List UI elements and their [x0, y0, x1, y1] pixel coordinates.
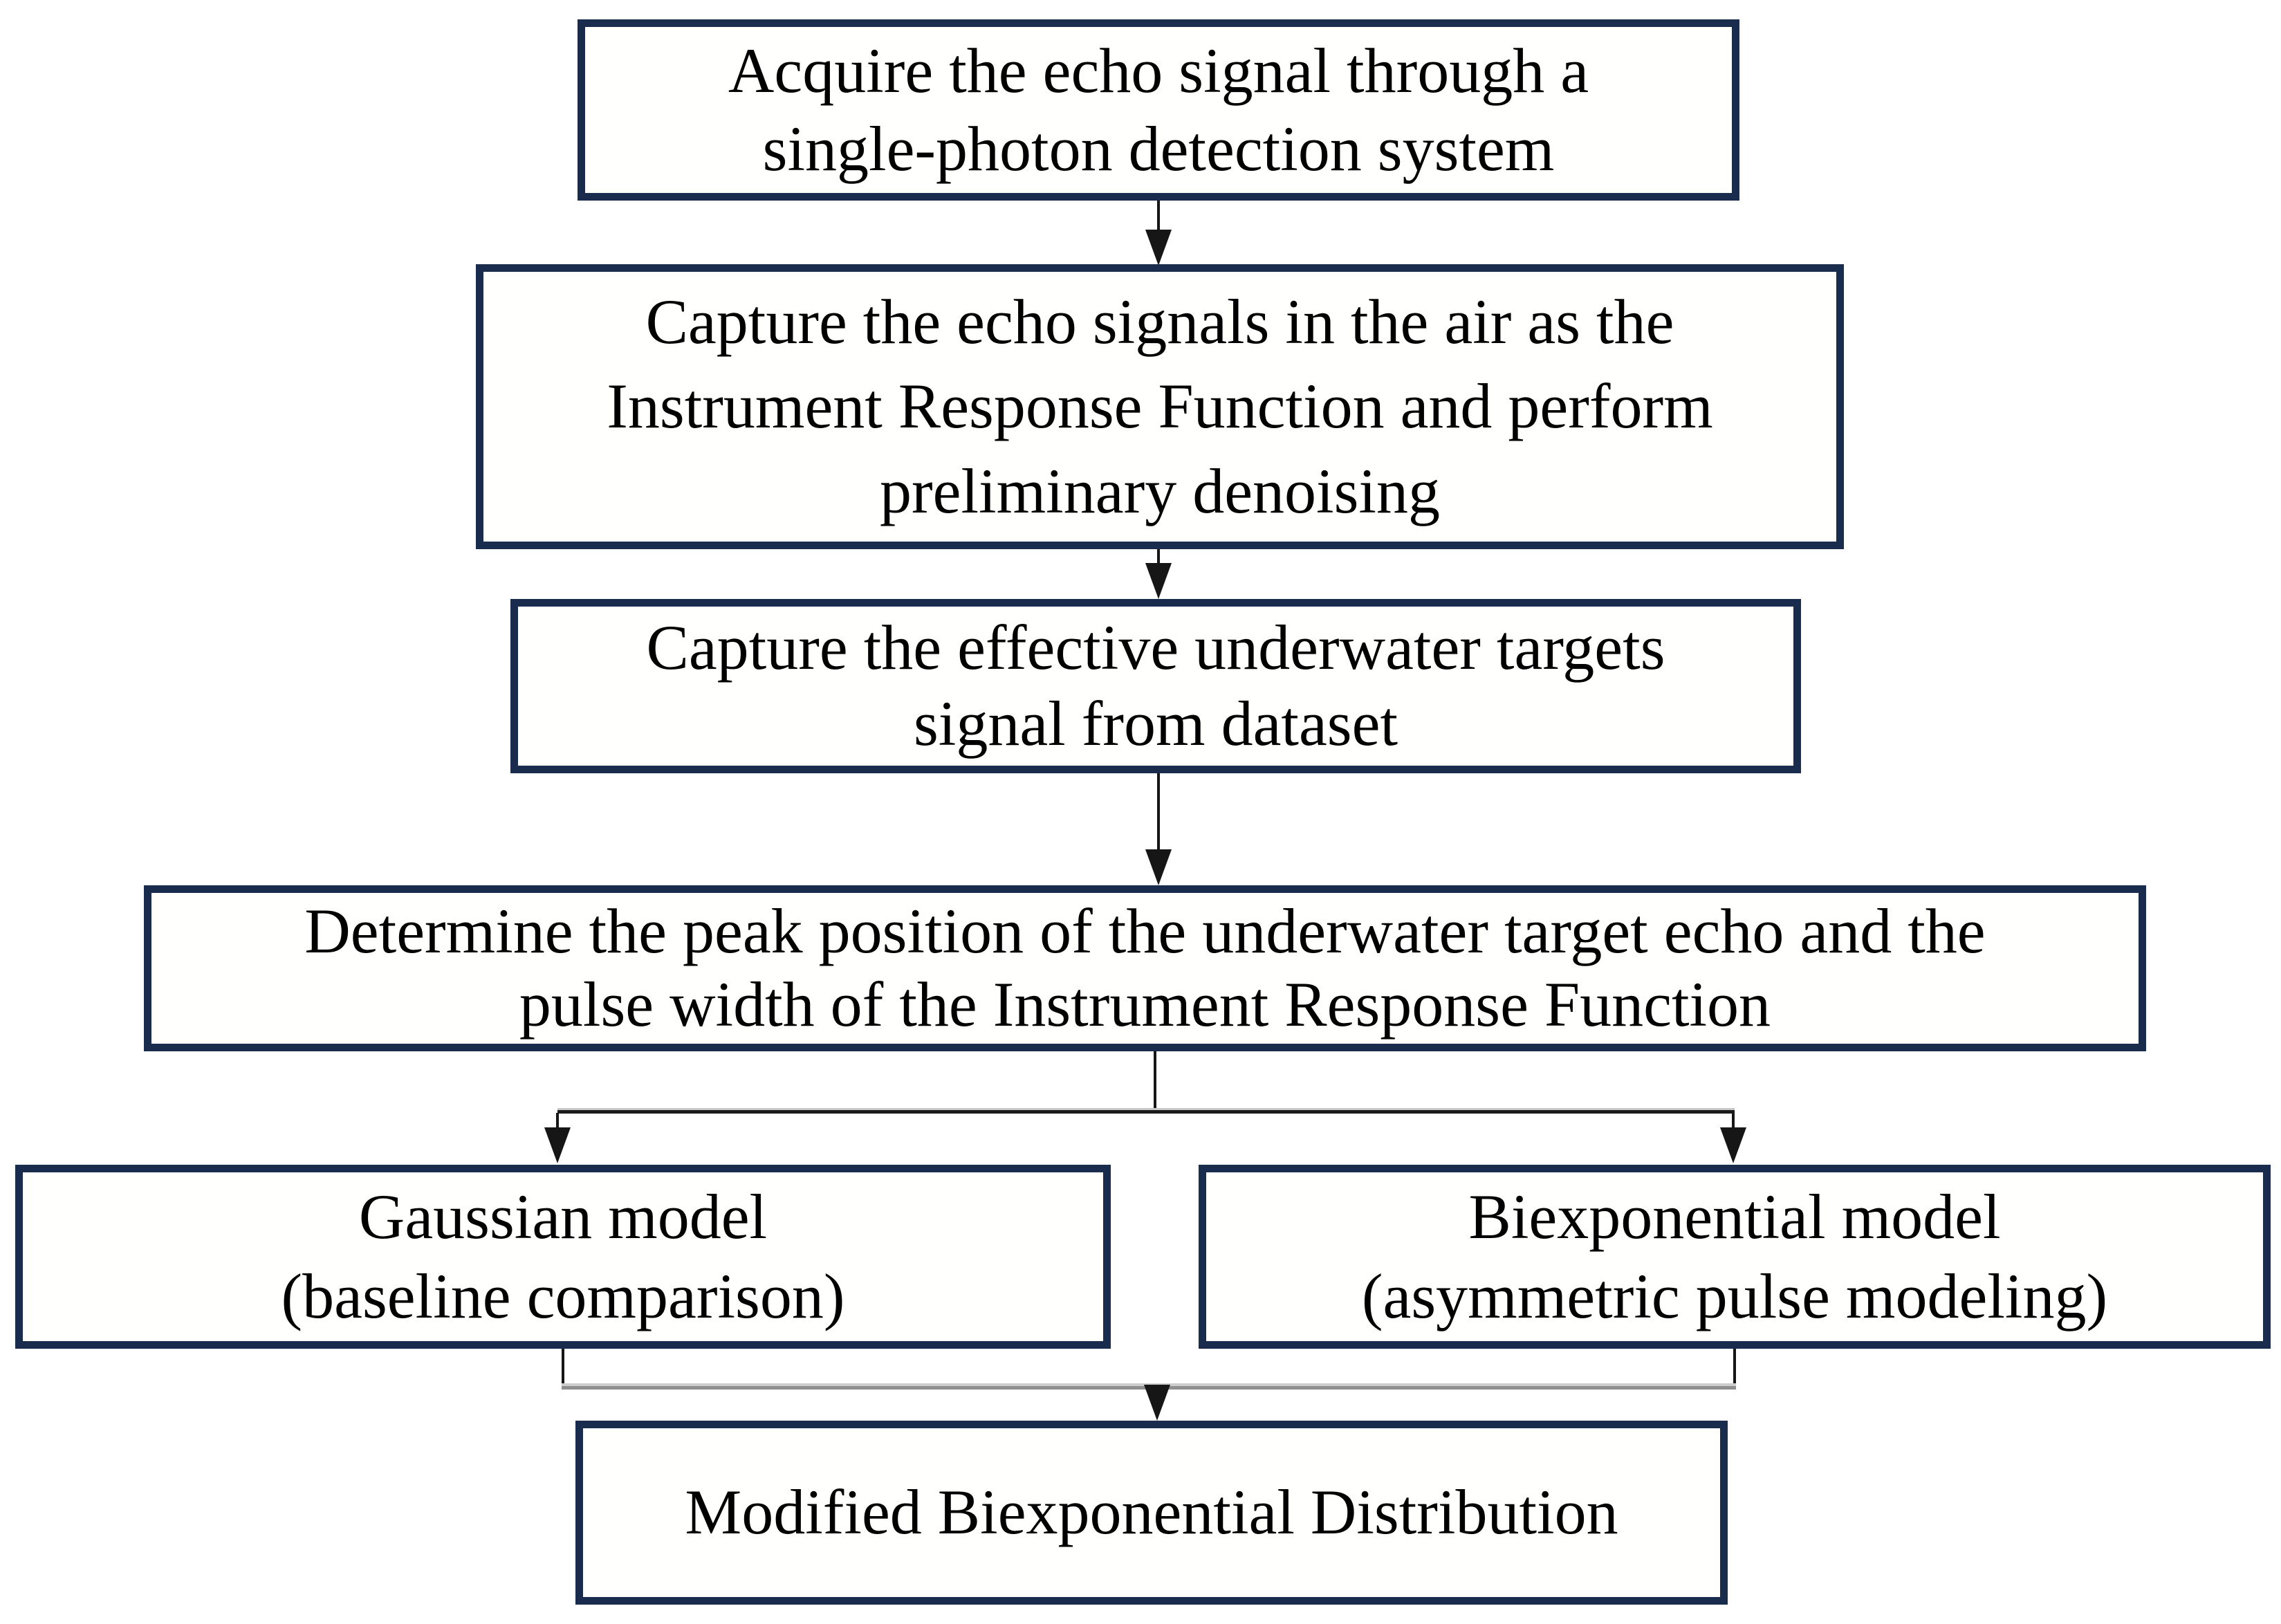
flow-box-underwater-capture: Capture the effective underwater targets…: [510, 599, 1801, 773]
merge-left-line: [562, 1349, 564, 1386]
flow-box-underwater-capture-line1: Capture the effective underwater targets: [646, 612, 1665, 683]
flow-box-irf-capture-line3: preliminary denoising: [880, 455, 1440, 526]
branch-left-line: [556, 1113, 559, 1132]
flow-box-acquire-echo-line1: Acquire the echo signal through a: [728, 35, 1589, 106]
flow-box-peak-determination-text: Determine the peak position of the under…: [151, 893, 2139, 1044]
flow-box-biexponential-model-line2: (asymmetric pulse modeling): [1361, 1260, 2108, 1331]
arrow-down-icon: [1144, 1385, 1170, 1421]
arrow-down-icon: [1720, 1127, 1746, 1163]
arrow-down-icon: [1145, 849, 1172, 885]
flow-box-acquire-echo-text: Acquire the echo signal through a single…: [585, 27, 1732, 193]
connector-line-1: [1157, 201, 1160, 232]
flow-box-peak-determination: Determine the peak position of the under…: [144, 885, 2146, 1051]
flow-box-peak-determination-line2: pulse width of the Instrument Response F…: [519, 969, 1771, 1040]
flow-box-irf-capture-text: Capture the echo signals in the air as t…: [483, 272, 1836, 542]
connector-line-2: [1157, 549, 1160, 567]
flow-box-gaussian-model-line2: (baseline comparison): [281, 1260, 845, 1331]
flow-box-biexponential-model-text: Biexponential model (asymmetric pulse mo…: [1206, 1172, 2263, 1341]
arrow-down-icon: [1145, 563, 1172, 599]
flow-box-gaussian-model-line1: Gaussian model: [358, 1181, 768, 1253]
flow-box-peak-determination-line1: Determine the peak position of the under…: [304, 896, 1986, 967]
flow-box-modified-biexponential-line1: Modified Biexponential Distribution: [685, 1477, 1618, 1548]
flow-box-irf-capture-line1: Capture the echo signals in the air as t…: [645, 286, 1674, 357]
arrow-down-icon: [1145, 230, 1172, 266]
flow-box-modified-biexponential-text: Modified Biexponential Distribution: [583, 1428, 1720, 1597]
branch-right-line: [1732, 1113, 1735, 1132]
flow-box-acquire-echo: Acquire the echo signal through a single…: [578, 19, 1739, 201]
flow-box-irf-capture: Capture the echo signals in the air as t…: [476, 264, 1844, 549]
flow-box-biexponential-model: Biexponential model (asymmetric pulse mo…: [1199, 1165, 2271, 1349]
connector-line-3: [1157, 773, 1160, 853]
flow-box-gaussian-model: Gaussian model (baseline comparison): [15, 1165, 1111, 1349]
flow-box-underwater-capture-text: Capture the effective underwater targets…: [518, 607, 1793, 766]
flow-box-irf-capture-line2: Instrument Response Function and perform: [607, 371, 1713, 442]
flow-box-underwater-capture-line2: signal from dataset: [913, 688, 1398, 759]
flow-box-gaussian-model-text: Gaussian model (baseline comparison): [23, 1172, 1103, 1341]
merge-right-line: [1733, 1349, 1736, 1386]
arrow-down-icon: [544, 1127, 571, 1163]
flow-box-biexponential-model-line1: Biexponential model: [1468, 1181, 2001, 1253]
branch-line: [557, 1108, 1735, 1114]
flow-box-modified-biexponential: Modified Biexponential Distribution: [575, 1421, 1728, 1605]
split-stem-line: [1154, 1051, 1156, 1111]
flow-box-acquire-echo-line2: single-photon detection system: [762, 113, 1555, 184]
